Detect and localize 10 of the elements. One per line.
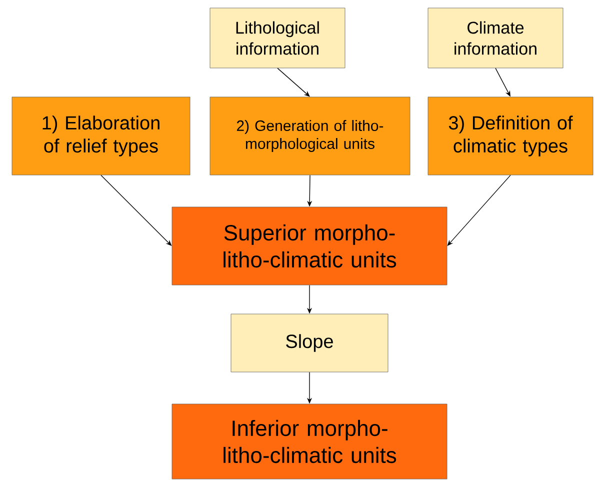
arrow [447,174,511,246]
process-box: Climate information [428,8,564,68]
process-box: Superior morpho-litho-climatic units [172,206,448,286]
process-box: Inferior morpho-litho-climatic units [172,404,448,480]
process-box: Slope [230,314,388,372]
process-box: 1) Elaboration of relief types [12,96,190,176]
process-box: 2) Generation of litho-morphological units [210,96,410,176]
arrow [277,68,310,97]
process-box: 3) Definition of climatic types [428,96,594,176]
process-box: Lithological information [210,8,346,68]
